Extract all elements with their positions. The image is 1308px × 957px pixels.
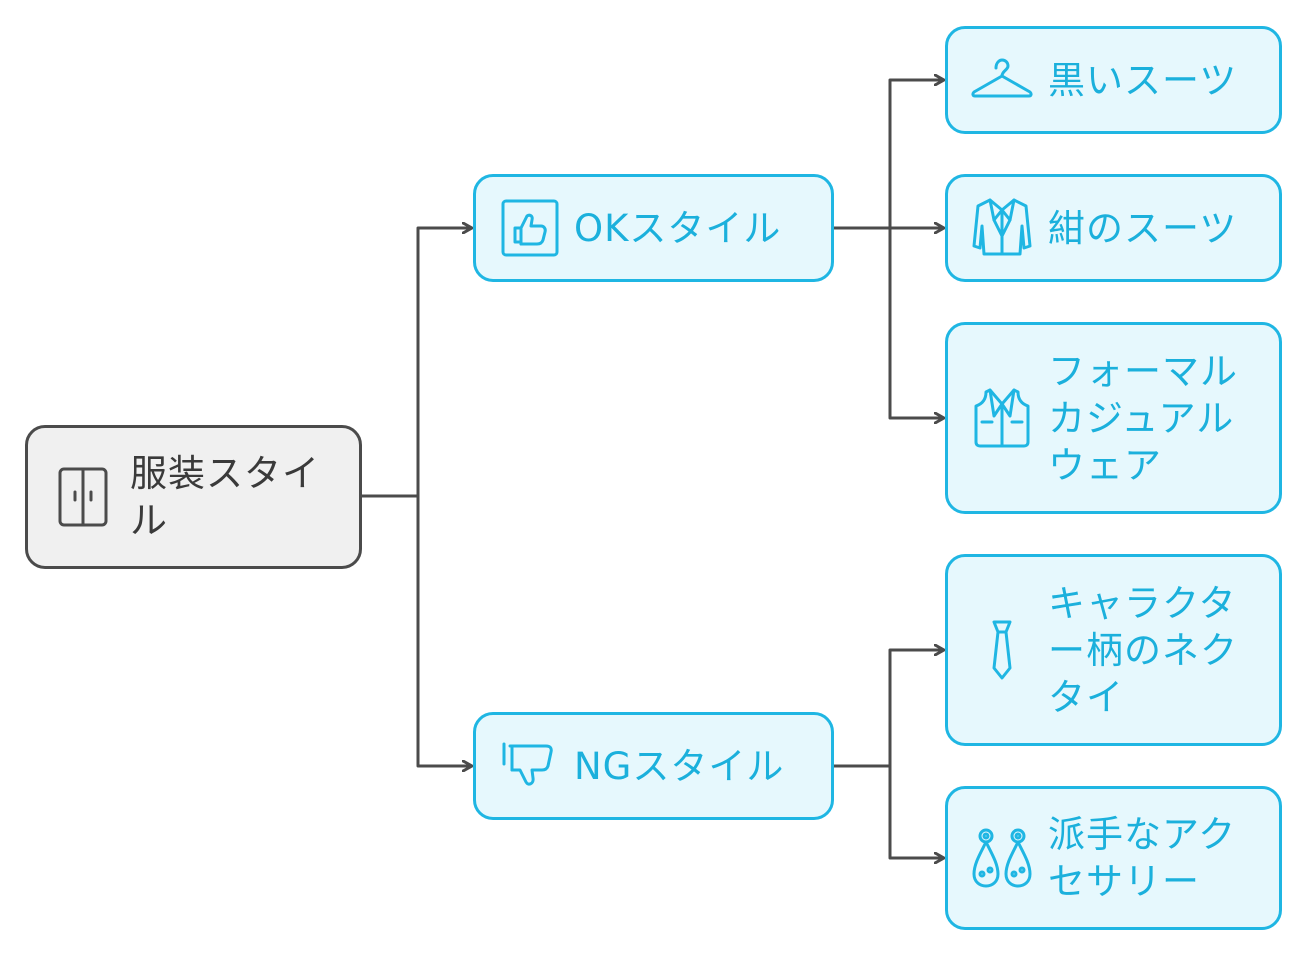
- branch-ng: NGスタイル: [473, 712, 834, 820]
- leaf-navy-suit: 紺のスーツ: [945, 174, 1282, 282]
- branch-ok: OKスタイル: [473, 174, 834, 282]
- connector-root-ng: [416, 496, 472, 766]
- leaf-flashy-accessories-label: 派手なアクセサリー: [1048, 813, 1237, 903]
- earrings-icon: [970, 826, 1034, 890]
- root-node: 服装スタイル: [25, 425, 362, 569]
- leaf-character-tie: キャラクター柄のネクタイ: [945, 554, 1282, 746]
- thumbs-up-icon: [500, 198, 560, 258]
- suit-jacket-icon: [970, 196, 1034, 260]
- leaf-black-suit-label: 黒いスーツ: [1048, 58, 1238, 102]
- leaf-character-tie-label: キャラクター柄のネクタイ: [1048, 581, 1238, 719]
- branch-ok-label: OKスタイル: [574, 206, 782, 250]
- connector-ok-black-suit: [888, 80, 944, 228]
- connector-ng-tie: [888, 650, 944, 766]
- thumbs-down-icon: [500, 736, 560, 796]
- connector-ok-formal-casual: [888, 228, 944, 418]
- necktie-icon: [982, 618, 1022, 682]
- wardrobe-icon: [56, 465, 110, 529]
- leaf-formal-casual: フォーマルカジュアルウェア: [945, 322, 1282, 514]
- root-label: 服装スタイル: [130, 452, 320, 542]
- connector-root-ok: [416, 228, 472, 496]
- leaf-navy-suit-label: 紺のスーツ: [1048, 206, 1238, 250]
- vest-icon: [972, 386, 1032, 450]
- leaf-black-suit: 黒いスーツ: [945, 26, 1282, 134]
- branch-ng-label: NGスタイル: [574, 744, 785, 788]
- connector-ng-accessory: [888, 766, 944, 858]
- leaf-flashy-accessories: 派手なアクセサリー: [945, 786, 1282, 930]
- hanger-icon: [970, 54, 1034, 106]
- leaf-formal-casual-label: フォーマルカジュアルウェア: [1048, 349, 1238, 487]
